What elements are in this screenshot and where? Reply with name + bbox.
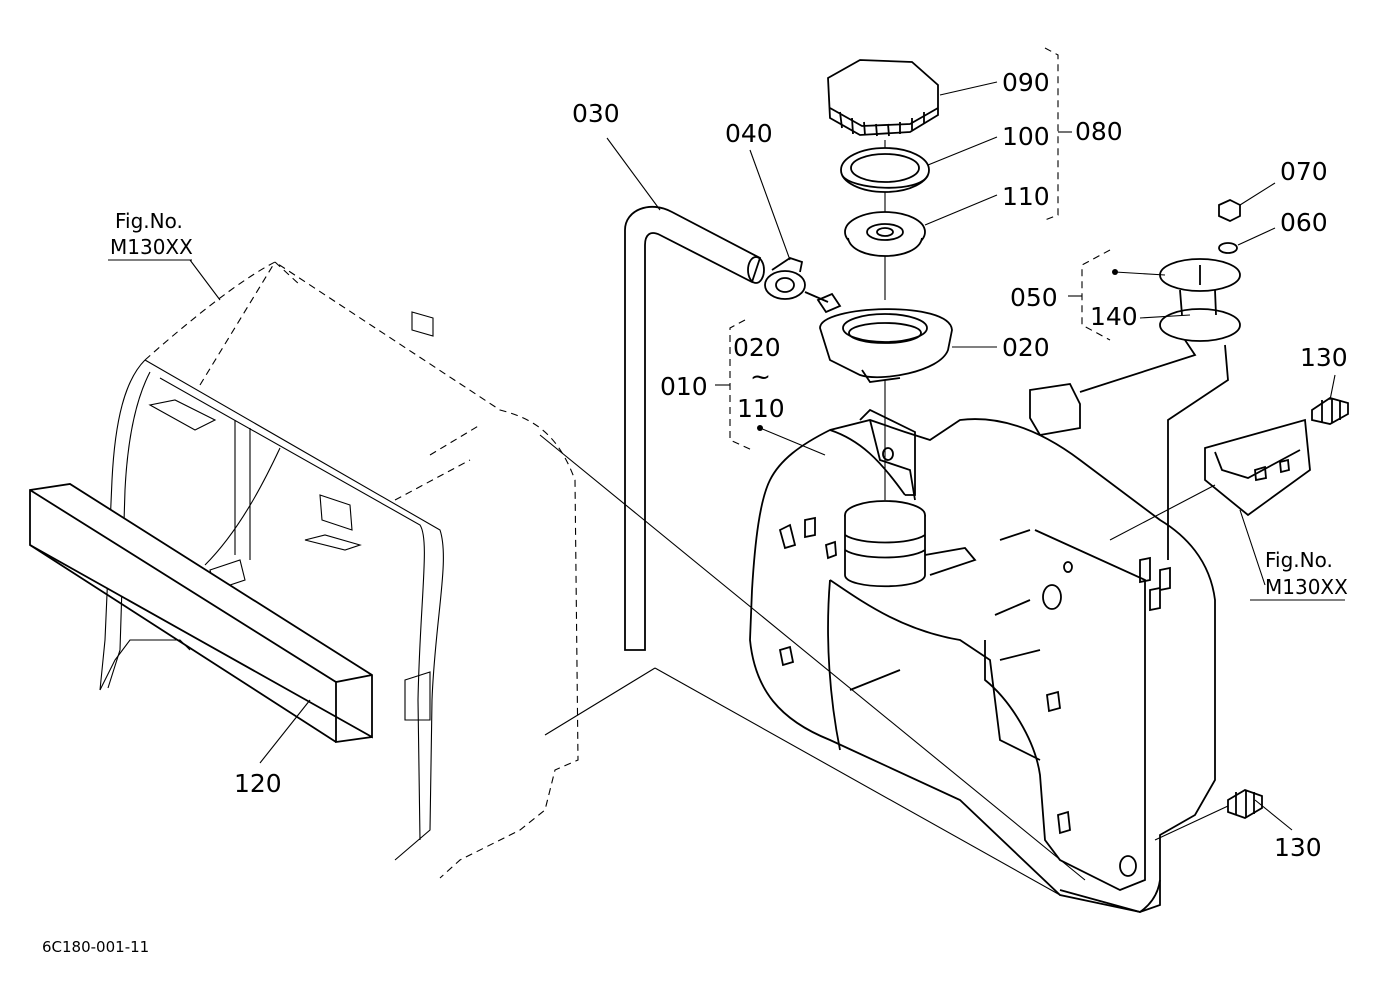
- cap-gasket: [840, 147, 930, 193]
- callout-100: 100: [1002, 122, 1050, 151]
- callout-120: 120: [234, 769, 282, 798]
- callout-070: 070: [1280, 157, 1328, 186]
- fig-reference-right-code: M130XX: [1265, 575, 1348, 599]
- callout-110: 110: [1002, 182, 1050, 211]
- filler-neck: [816, 292, 953, 383]
- callout-020-range-start: 020: [733, 333, 781, 362]
- callout-130-bottom: 130: [1274, 833, 1322, 862]
- filler-cap: [827, 59, 939, 137]
- callout-080: 080: [1075, 117, 1123, 146]
- fig-reference-right-label: Fig.No.: [1265, 548, 1333, 572]
- diagram-code: 6C180-001-11: [42, 938, 149, 956]
- callout-020: 020: [1002, 333, 1050, 362]
- callout-030: 030: [572, 99, 620, 128]
- leader-lines: [189, 81, 1336, 831]
- breather-hose: [624, 205, 765, 651]
- bolt-lower: [1227, 789, 1263, 819]
- callout-060: 060: [1280, 208, 1328, 237]
- callout-130-top: 130: [1300, 343, 1348, 372]
- fig-reference-left-label: Fig.No.: [115, 209, 183, 233]
- filter-strainer: [844, 211, 926, 257]
- callout-010: 010: [660, 372, 708, 401]
- fuel-sender: [1029, 258, 1241, 560]
- phantom-lines: [539, 434, 1229, 896]
- bolt-upper: [1311, 397, 1349, 425]
- callout-140: 140: [1090, 302, 1138, 331]
- callout-040: 040: [725, 119, 773, 148]
- callout-090: 090: [1002, 68, 1050, 97]
- group-brackets: [715, 47, 1111, 451]
- hose-clamp: [764, 257, 829, 303]
- fuel-tank: [749, 408, 1216, 913]
- callout-range-tilde: ~: [750, 362, 771, 391]
- callout-110-range-end: 110: [737, 394, 785, 423]
- fig-reference-left-code: M130XX: [110, 235, 193, 259]
- foam-strip: [29, 483, 373, 744]
- nut: [1218, 199, 1241, 222]
- washer: [1218, 242, 1238, 254]
- mounting-bracket: [1204, 418, 1311, 517]
- callout-050: 050: [1010, 283, 1058, 312]
